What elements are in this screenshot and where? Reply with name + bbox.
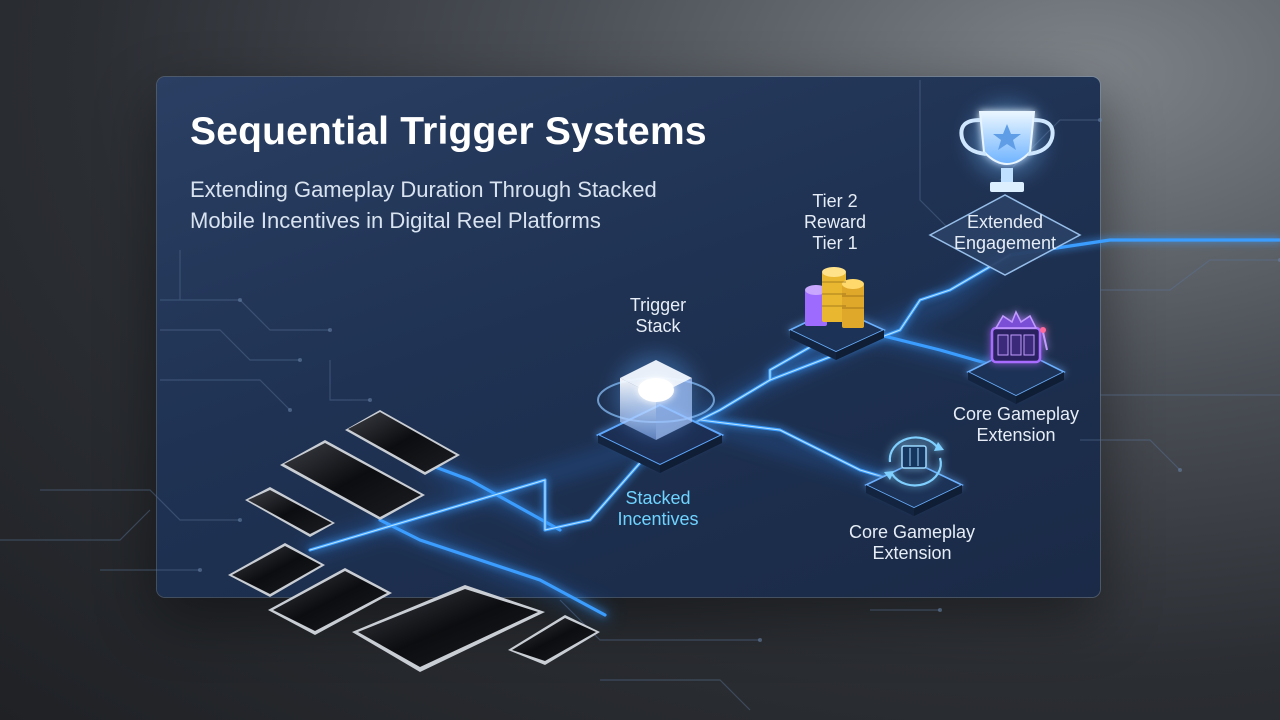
trigger-stack-label: Trigger Stack <box>629 295 687 336</box>
trophy-icon <box>959 111 1055 192</box>
subtitle-line: Extending Gameplay Duration Through Stac… <box>190 177 657 202</box>
page-subtitle: Extending Gameplay Duration Through Stac… <box>190 174 750 236</box>
smartphone-icon <box>280 440 425 520</box>
trigger-stack-node <box>595 355 725 473</box>
smartphone-icon <box>245 487 335 537</box>
smartphone-icon <box>345 410 460 475</box>
tier-reward-node <box>788 267 886 360</box>
diagram-panel <box>157 77 1100 597</box>
smartphone-icon <box>228 543 325 597</box>
subtitle-line: Mobile Incentives in Digital Reel Platfo… <box>190 208 601 233</box>
core-gameplay-lower-label: Core Gameplay Extension <box>848 522 976 563</box>
page-title: Sequential Trigger Systems <box>190 110 707 153</box>
slot-machine-icon <box>990 310 1048 364</box>
smartphone-icon <box>352 585 545 672</box>
connection-lines <box>305 238 1280 620</box>
tier-reward-label: Tier 2 Reward Tier 1 <box>803 191 867 253</box>
reel-cycle-icon <box>884 436 944 487</box>
extended-engagement-label: Extended Engagement <box>953 212 1057 253</box>
stacked-incentives-label: Stacked Incentives <box>617 488 699 529</box>
core-gameplay-lower-node <box>864 436 964 516</box>
circuit-dots <box>198 118 1280 642</box>
smartphone-icon <box>508 615 600 665</box>
coin-stack-icon <box>805 267 864 328</box>
core-gameplay-upper-node <box>966 310 1066 404</box>
smartphone-cluster <box>228 410 600 672</box>
extended-engagement-node <box>928 102 1082 276</box>
smartphone-icon <box>268 568 392 635</box>
cube-icon <box>620 360 692 440</box>
core-gameplay-upper-label: Core Gameplay Extension <box>952 404 1080 445</box>
